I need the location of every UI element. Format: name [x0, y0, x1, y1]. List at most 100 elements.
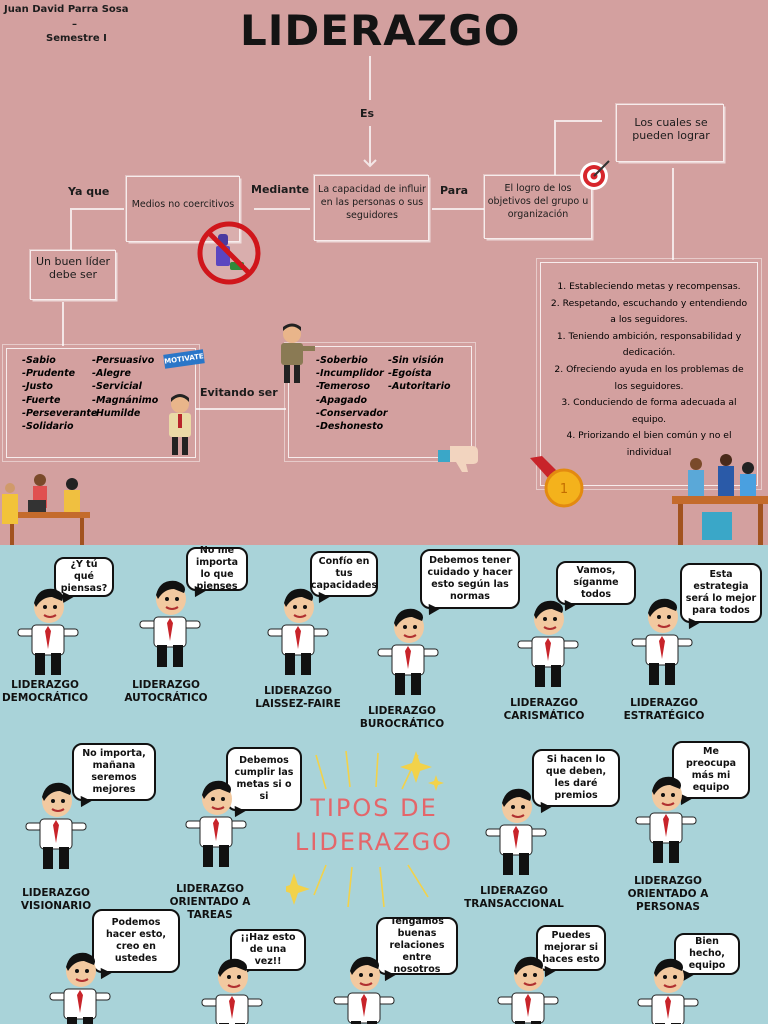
avoid-item: -Autoritario	[388, 381, 451, 393]
node-capacidad	[314, 175, 429, 241]
node-cuales	[616, 104, 724, 162]
thumbs-down-icon	[438, 446, 478, 472]
businessman-figure	[637, 958, 699, 1024]
node-logro-text: El logro de los objetivos del grupo u or…	[487, 183, 589, 220]
speech-bubble: Bien hecho, equipo	[674, 933, 740, 975]
step-item: 2. Ofreciendo ayuda en los problemas de …	[554, 363, 744, 392]
businessman-figure	[485, 788, 547, 875]
avoid-item: -Sin visión	[388, 355, 444, 366]
connector-line	[72, 208, 124, 210]
page-title: LIDERAZGO	[240, 6, 521, 55]
virtue-item: -Perseverante	[22, 407, 98, 419]
node-virtues	[2, 344, 200, 462]
virtue-item: -Fuerte	[22, 394, 61, 406]
connector-para: Para	[440, 184, 469, 197]
step-item: 1. Teniendo ambición, responsabilidad y …	[556, 330, 742, 359]
connector-line	[254, 208, 310, 210]
node-medios	[126, 176, 240, 242]
avoid-item: -Egoísta	[388, 368, 432, 380]
avoid-item: -Soberbio	[316, 355, 368, 366]
speech-bubble: Vamos, síganme todos	[556, 561, 636, 605]
type-label: LIDERAZGO AUTOCRÁTICO	[124, 679, 208, 704]
target-icon	[580, 160, 610, 190]
no-coercion-icon	[197, 221, 261, 285]
avoid-right: -Sin visión -Egoísta -Autoritario	[388, 354, 451, 394]
businessman-figure	[49, 952, 111, 1024]
step-item: 1. Estableciendo metas y recompensas.	[557, 281, 741, 292]
avoid-item: -Deshonesto	[316, 421, 384, 433]
businessman-figure	[201, 958, 263, 1024]
speech-bubble: ¡¡Haz esto de una vez!!	[230, 929, 306, 971]
type-label: LIDERAZGO LAISSEZ-FAIRE	[255, 685, 341, 710]
type-label: LIDERAZGO VISIONARIO	[20, 887, 92, 912]
connector-mediante: Mediante	[251, 183, 310, 196]
businessman-figure	[185, 780, 247, 867]
connector-line	[62, 302, 64, 346]
connector-line	[369, 126, 371, 166]
virtue-item: -Magnánimo	[92, 394, 159, 406]
type-label: LIDERAZGO ORIENTADO A TAREAS	[169, 883, 251, 921]
avoid-item: -Apagado	[316, 394, 368, 406]
businessman-figure	[17, 588, 79, 675]
node-avoid	[284, 342, 476, 462]
author-semester: Semestre I	[46, 33, 107, 44]
speech-bubble: Tengamos buenas relaciones entre nosotro…	[376, 916, 458, 975]
steps-list: 1. Estableciendo metas y recompensas. 2.…	[550, 279, 748, 462]
virtue-item: -Sabio	[22, 355, 56, 366]
virtue-item: -Alegre	[92, 368, 131, 380]
virtue-item: -Solidario	[22, 421, 74, 433]
type-label: LIDERAZGO ESTRATÉGICO	[623, 697, 705, 722]
avoid-item: -Conservador	[316, 407, 388, 419]
virtues-right: -Persuasivo -Alegre -Servicial -Magnánim…	[92, 354, 158, 420]
avoid-item: -Temeroso	[316, 381, 370, 393]
businessman-figure	[25, 782, 87, 869]
businessman-figure	[517, 600, 579, 687]
businessman-figure	[631, 598, 693, 685]
node-capacidad-text: La capacidad de influir en las personas …	[318, 184, 426, 221]
speech-bubble: ¿Y tú qué piensas?	[54, 557, 114, 597]
meeting-illustration	[2, 474, 90, 545]
medal-icon: 1	[530, 456, 584, 508]
connector-line	[70, 208, 72, 250]
connector-ya-que: Ya que	[68, 185, 110, 198]
angry-figure	[281, 323, 315, 383]
connector-line	[196, 408, 286, 410]
speech-bubble: Debemos tener cuidado y hacer esto según…	[420, 549, 520, 609]
arrow-down-icon	[363, 150, 377, 168]
types-panel: TIPOS DE LIDERAZGO ¿Y tú qué piensas? No…	[0, 545, 768, 1024]
connector-line	[369, 56, 371, 100]
step-item: 4. Priorizando el bien común y no el ind…	[566, 430, 732, 458]
virtue-item: -Persuasivo	[92, 355, 155, 366]
svg-text:1: 1	[560, 482, 568, 497]
speech-bubble: Puedes mejorar si haces esto	[536, 925, 606, 971]
type-label: LIDERAZGO CARISMÁTICO	[503, 697, 585, 722]
connector-line	[554, 120, 602, 122]
businessman-figure	[333, 956, 395, 1024]
connector-line	[672, 168, 674, 260]
node-buen-lider-text: Un buen líder debe ser	[35, 255, 111, 281]
speech-bubble: No importa, mañana seremos mejores	[72, 743, 156, 801]
businessman-figure	[267, 588, 329, 675]
businessman-figure	[377, 608, 439, 695]
businessman-figure	[635, 776, 697, 863]
speech-bubble: Podemos hacer esto, creo en ustedes	[92, 909, 180, 973]
avoid-left: -Soberbio -Incumplidor -Temeroso -Apagad…	[316, 354, 388, 433]
virtue-item: -Servicial	[92, 381, 142, 393]
speech-bubble: No me importa lo que pienses	[186, 545, 248, 592]
tipos-title: TIPOS DE LIDERAZGO	[284, 791, 464, 859]
virtue-item: -Prudente	[22, 368, 76, 380]
node-medios-text: Medios no coercitivos	[131, 199, 235, 210]
connector-line	[554, 120, 556, 176]
tipos-title-line: TIPOS DE	[310, 794, 438, 822]
type-label: LIDERAZGO BUROCRÁTICO	[359, 705, 445, 730]
type-label: LIDERAZGO DEMOCRÁTICO	[1, 679, 89, 704]
step-item: 2. Respetando, escuchando y entendiendo …	[550, 297, 748, 326]
author-dash: –	[72, 19, 77, 30]
businessman-figure	[139, 580, 201, 667]
speech-bubble: Debemos cumplir las metas si o si	[226, 747, 302, 811]
connector-line	[432, 208, 484, 210]
leader-figure	[169, 394, 191, 455]
node-logro	[484, 175, 592, 239]
type-label: LIDERAZGO TRANSACCIONAL	[464, 885, 564, 910]
speech-bubble: Esta estrategia será lo mejor para todos	[680, 563, 762, 623]
